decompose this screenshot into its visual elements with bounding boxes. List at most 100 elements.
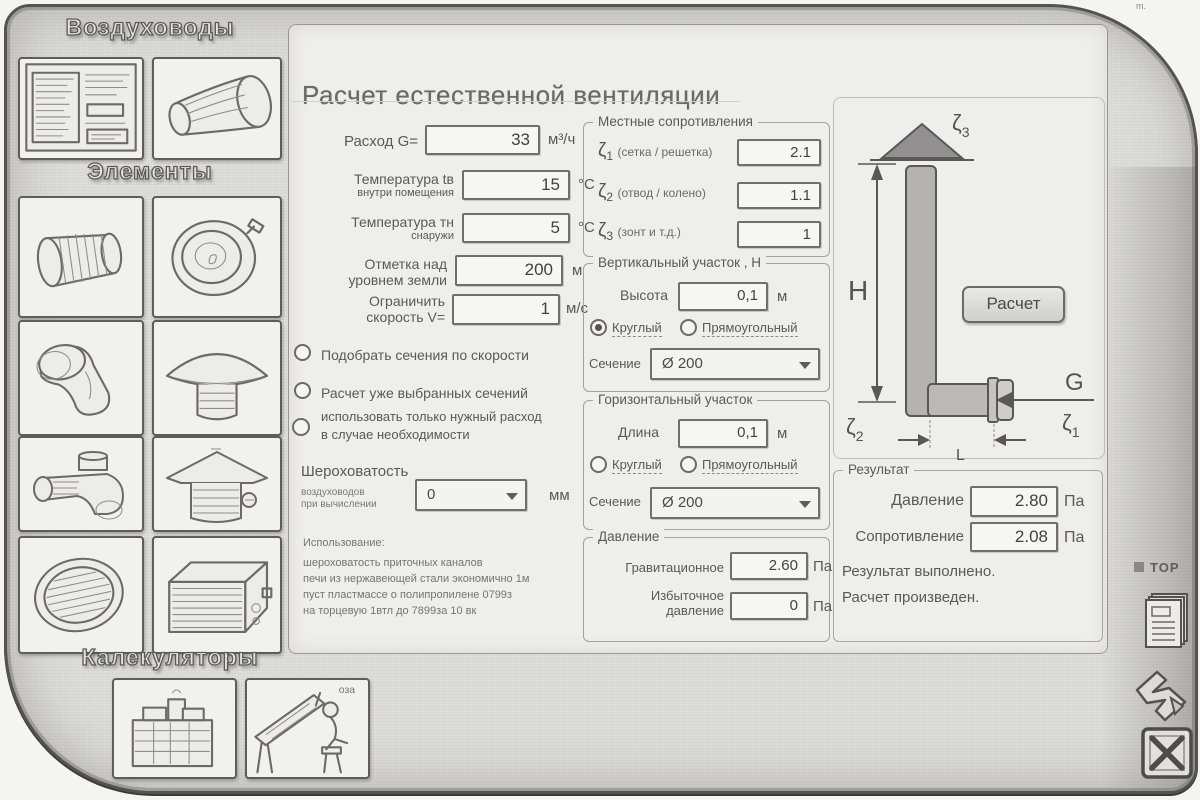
gravity-pressure-unit: Па: [813, 558, 833, 575]
diagram-frame: [833, 97, 1105, 459]
chevron-down-icon: [799, 362, 811, 369]
vertical-rect-label: Прямоугольный: [702, 320, 798, 337]
usage-note: Использование: шероховатость приточных к…: [303, 537, 530, 617]
tee-elbow-image: [33, 451, 124, 520]
length-label: Длина: [618, 424, 659, 440]
tile-round-damper[interactable]: [152, 196, 282, 318]
duct-heater-image: [168, 561, 273, 634]
gravity-pressure-input[interactable]: 2.60: [730, 552, 808, 580]
temp-in-label: Температура tв: [353, 171, 454, 187]
top-marker[interactable]: TOP: [1134, 560, 1180, 575]
elbow-bend-image: [36, 344, 111, 416]
excess-pressure-unit: Па: [813, 598, 833, 615]
document-icon[interactable]: [1143, 592, 1191, 650]
title-underline: [292, 101, 740, 102]
zeta1-input[interactable]: 2.1: [737, 139, 821, 166]
horizontal-rect-label: Прямоугольный: [702, 457, 798, 474]
temp-in-input[interactable]: 15: [462, 170, 570, 200]
round-duct-image: [168, 75, 273, 136]
option-label-by-speed: Подобрать сечения по скорости: [321, 347, 529, 363]
horizontal-rect-radio[interactable]: [680, 456, 697, 473]
tile-round-grille[interactable]: [18, 536, 144, 654]
horizontal-section-combo[interactable]: Ø 200: [650, 487, 820, 519]
l-label: L: [956, 447, 965, 462]
speed-input[interactable]: 1: [452, 294, 560, 325]
length-input[interactable]: 0,1: [678, 419, 768, 448]
horizontal-round-radio[interactable]: [590, 456, 607, 473]
flow-label: Расход G=: [343, 133, 418, 150]
tile-calc-pile[interactable]: [112, 678, 237, 779]
round-damper-image: [171, 218, 265, 297]
zeta2-diagram-label: ζ2: [846, 414, 864, 444]
tile-drafting-desk[interactable]: оза: [245, 678, 370, 779]
speed-unit: м/с: [566, 300, 588, 317]
height-input[interactable]: 0,1: [678, 282, 768, 311]
gravity-pressure-label: Гравитационное: [625, 560, 724, 575]
elevation-label: Отметка над: [364, 256, 447, 272]
roughness-combo[interactable]: 0: [415, 479, 527, 511]
calculators-header: Калекуляторы: [81, 643, 259, 670]
tile-elbow-bend[interactable]: [18, 320, 144, 436]
excess-pressure-label: Избыточное: [650, 588, 724, 603]
temp-out-input[interactable]: 5: [462, 213, 570, 243]
resistances-title: Местные сопротивления: [593, 114, 758, 129]
status-line-1: Результат выполнено.: [842, 563, 996, 580]
result-pressure-input: 2.80: [970, 486, 1058, 517]
tile-mushroom-cap[interactable]: [152, 320, 282, 436]
option-radio-chosen-sections[interactable]: [294, 382, 311, 399]
calc-button[interactable]: Расчет: [962, 286, 1065, 323]
option-label-chosen-sections: Расчет уже выбранных сечений: [321, 385, 528, 401]
duct-diagram: H ζ3 G ζ1 ζ2 L: [846, 110, 1094, 462]
zeta3-label: ζ3 (зонт и т.д.): [598, 220, 681, 244]
vertical-group: Вертикальный участок , H: [583, 255, 830, 392]
tile-flexible-connector[interactable]: [18, 196, 144, 318]
mushroom-cap-image: [165, 353, 269, 421]
chevron-down-icon: [506, 493, 518, 500]
chevron-down-icon: [799, 501, 811, 508]
elevation-unit: м: [572, 262, 583, 279]
result-title: Результат: [843, 462, 915, 477]
horizontal-section-label: Сечение: [589, 494, 641, 509]
close-icon[interactable]: [1140, 726, 1194, 780]
h-label: H: [848, 275, 868, 306]
zeta2-label: ζ2 (отвод / колено): [598, 181, 706, 205]
pressure-group: Давление: [583, 529, 830, 642]
ducts-header: Воздуховоды: [65, 13, 235, 40]
flow-input[interactable]: 33: [425, 125, 540, 155]
zeta1-diagram-label: ζ1: [1062, 410, 1080, 440]
option-radio-by-speed[interactable]: [294, 344, 311, 361]
tile-duct-heater[interactable]: [152, 536, 282, 654]
horizontal-group: Горизонтальный участок: [583, 392, 830, 530]
option-radio-required-flow[interactable]: [292, 418, 310, 436]
elements-header: Элементы: [87, 157, 213, 184]
tile-duct-selection-dialog[interactable]: [18, 57, 144, 160]
vertical-rect-radio[interactable]: [680, 319, 697, 336]
deflector-cap-image: [166, 448, 268, 523]
zeta3-diagram-label: ζ3: [952, 110, 970, 140]
horizontal-round-label: Круглый: [612, 457, 662, 474]
print-arrow-icon[interactable]: [1133, 668, 1195, 724]
temp-out-label: Температура тн: [351, 214, 454, 230]
result-pressure-unit: Па: [1064, 493, 1085, 510]
option-label-required-flow: использовать только нужный расход в случ…: [321, 409, 542, 442]
status-line-2: Расчет произведен.: [842, 589, 980, 606]
tile-deflector-cap[interactable]: [152, 436, 282, 532]
elevation-input[interactable]: 200: [455, 255, 563, 286]
g-label: G: [1065, 369, 1084, 396]
vertical-section-label: Сечение: [589, 356, 641, 371]
vertical-section-combo[interactable]: Ø 200: [650, 348, 820, 380]
speed-label: Ограничить: [369, 293, 445, 309]
svg-text:оза: оза: [339, 685, 355, 696]
pressure-title: Давление: [593, 529, 665, 544]
excess-pressure-input[interactable]: 0: [730, 592, 808, 620]
flow-unit: м³/ч: [548, 131, 576, 148]
tile-round-duct[interactable]: [152, 57, 282, 160]
calc-pile-image: [131, 689, 214, 768]
tile-tee-elbow[interactable]: [18, 436, 144, 532]
result-pressure-label: Давление: [891, 492, 964, 509]
round-grille-image: [34, 557, 124, 633]
zeta3-input[interactable]: 1: [737, 221, 821, 248]
zeta2-input[interactable]: 1.1: [737, 182, 821, 209]
vertical-round-radio[interactable]: [590, 319, 607, 336]
result-group: Результат: [833, 462, 1103, 642]
